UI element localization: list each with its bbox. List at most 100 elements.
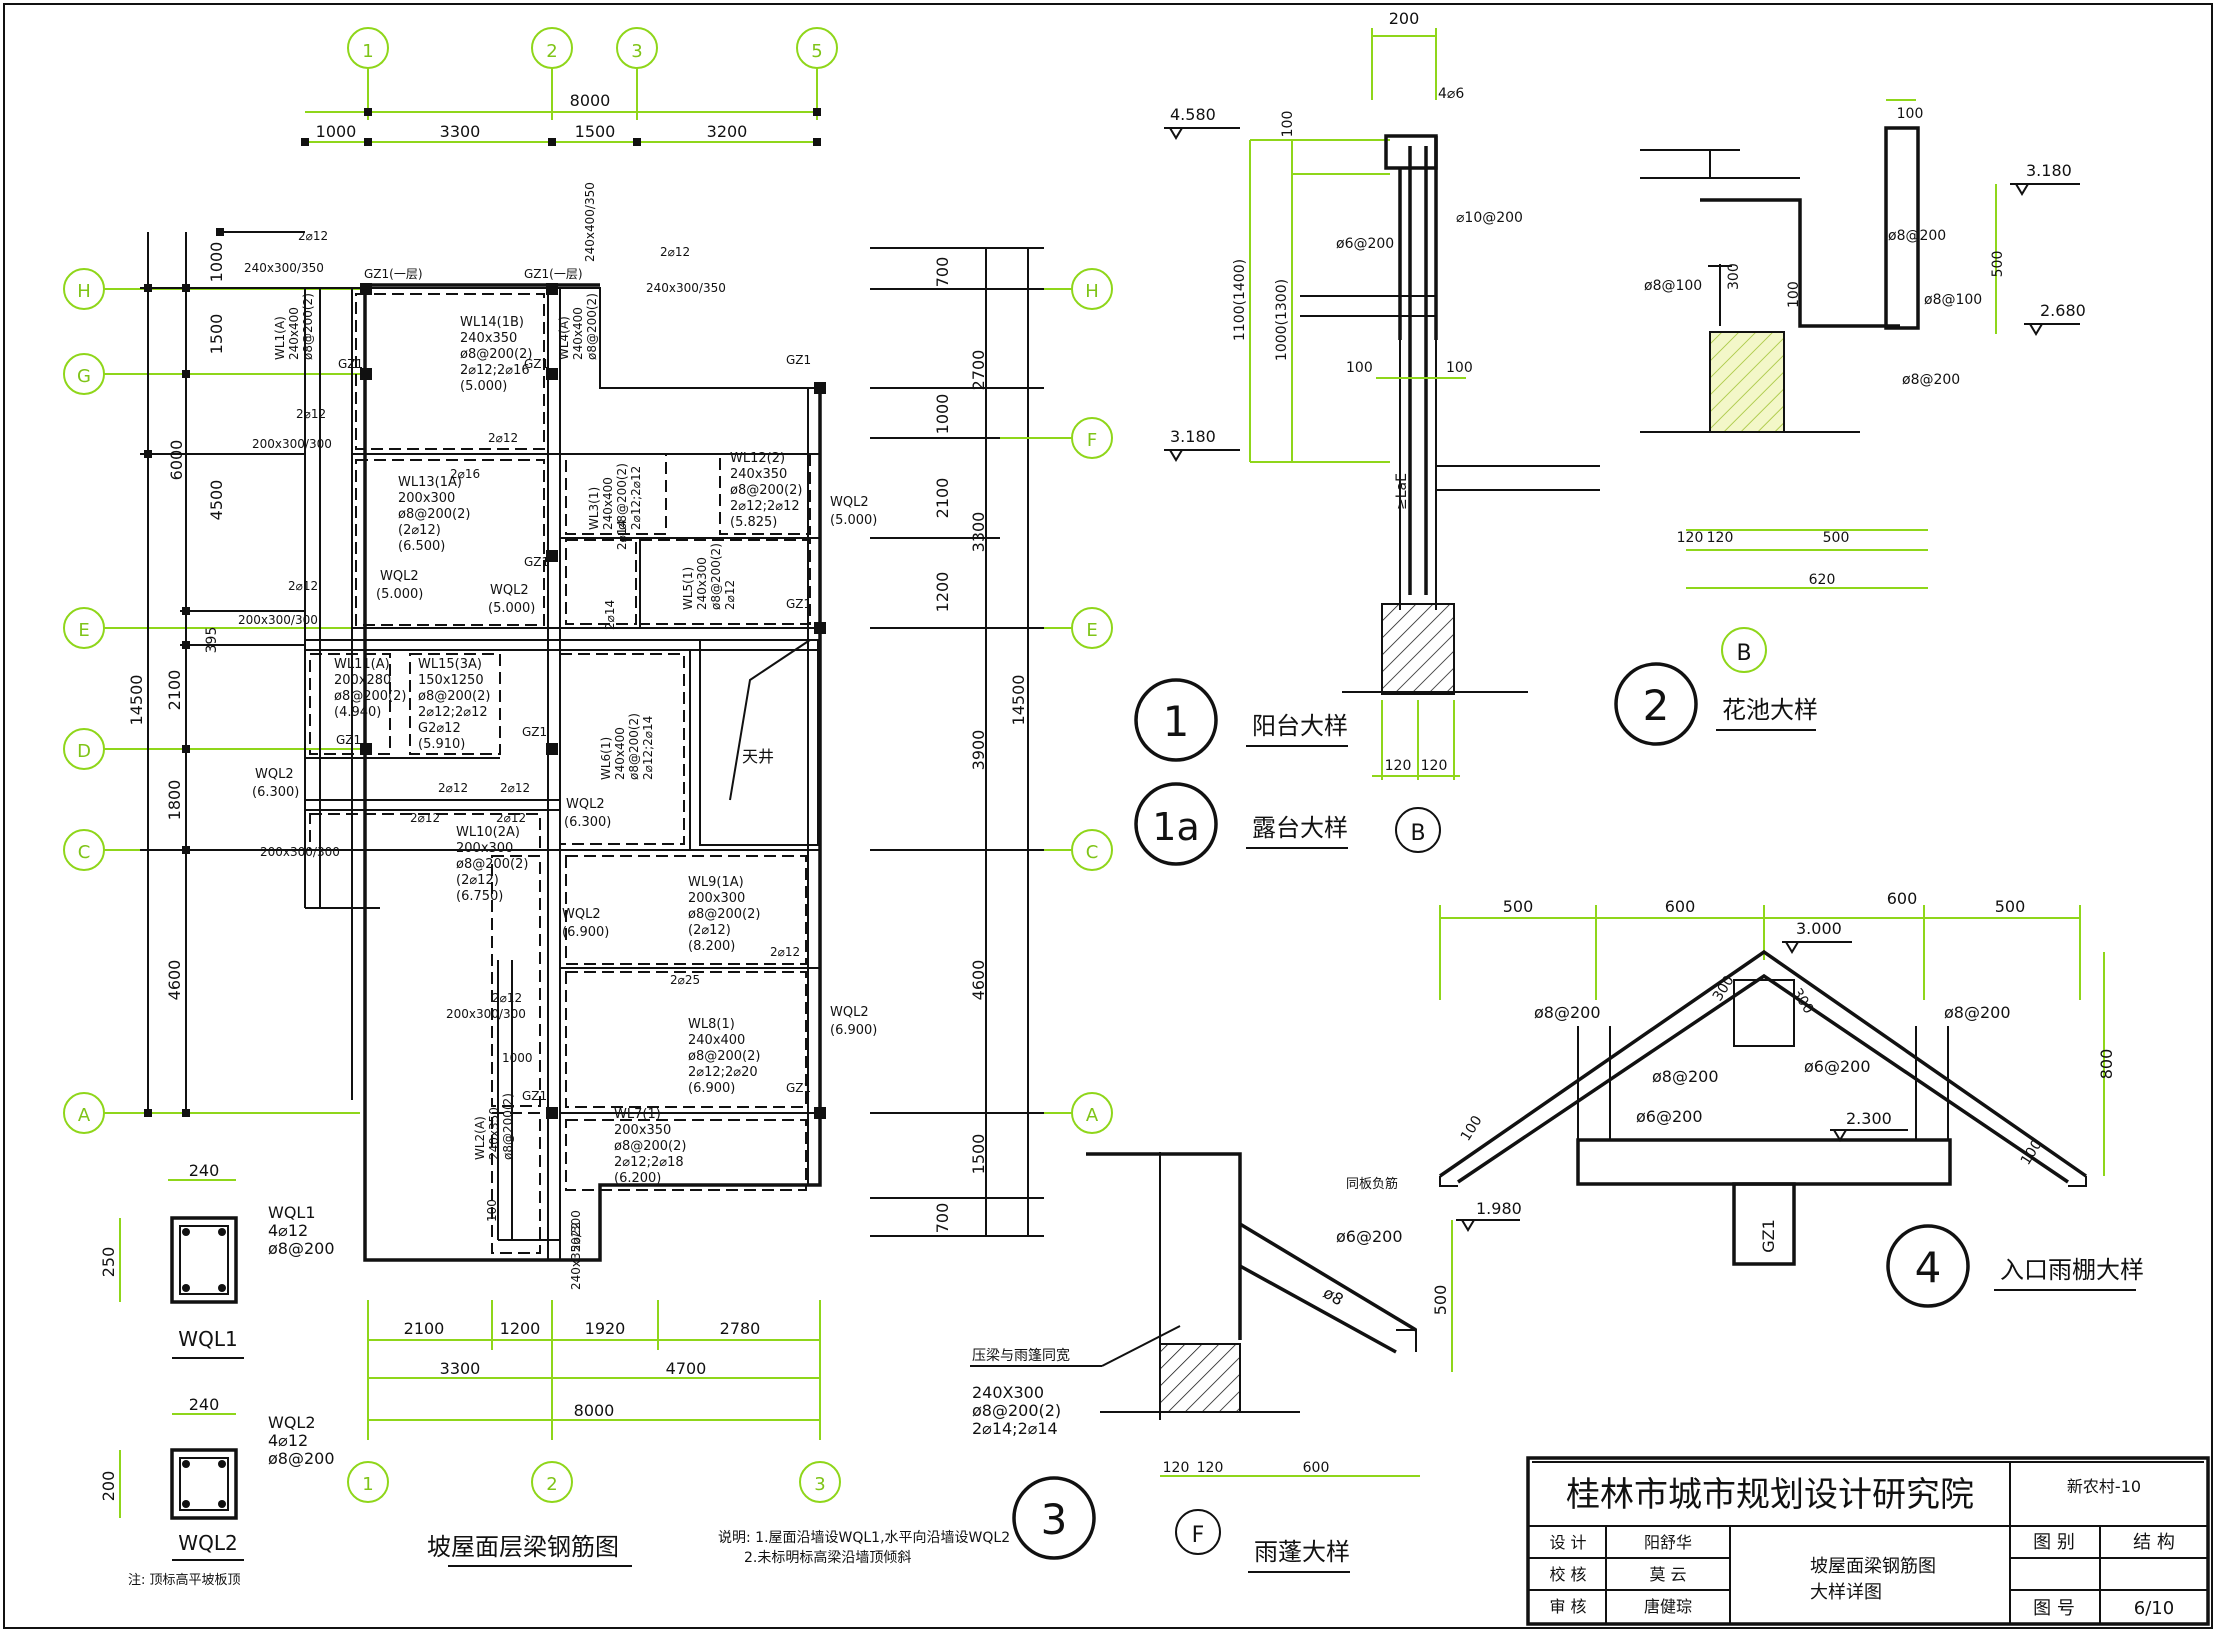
svg-text:入口雨棚大样: 入口雨棚大样 (2000, 1256, 2144, 1284)
grid-bubble-top-3: 3 (616, 27, 658, 69)
svg-text:GZ1: GZ1 (786, 597, 811, 611)
svg-text:设 计: 设 计 (1549, 1533, 1586, 1552)
svg-text:(4.940): (4.940) (334, 705, 381, 720)
svg-text:WL4(A): WL4(A) (557, 316, 571, 360)
svg-text:3.180: 3.180 (2026, 161, 2072, 180)
section-wql1: 240 250 WQL1 4⌀12 ø8@200 WQL1 (99, 1161, 335, 1359)
svg-text:600: 600 (1303, 1460, 1330, 1476)
sheet-border (3, 3, 2213, 1629)
svg-text:A: A (78, 1105, 91, 1126)
svg-text:240: 240 (189, 1161, 220, 1180)
svg-text:ø8@200(2): ø8@200(2) (730, 483, 802, 498)
svg-text:200x300/300: 200x300/300 (260, 845, 340, 859)
svg-text:ø8@200: ø8@200 (268, 1239, 335, 1258)
svg-text:C: C (78, 842, 91, 863)
svg-text:120: 120 (1707, 530, 1734, 546)
svg-text:2: 2 (1643, 681, 1670, 730)
svg-text:WL15(3A): WL15(3A) (418, 657, 482, 672)
svg-text:ø8@200(2): ø8@200(2) (614, 1139, 686, 1154)
svg-text:2⌀12: 2⌀12 (410, 811, 440, 825)
svg-text:600: 600 (1887, 889, 1918, 908)
svg-text:(5.000): (5.000) (488, 601, 535, 616)
svg-text:100: 100 (1458, 1113, 1486, 1144)
svg-text:GZ1: GZ1 (1759, 1219, 1778, 1253)
svg-text:2⌀12;2⌀12: 2⌀12;2⌀12 (629, 466, 643, 530)
grid-bubble-D: D (63, 728, 105, 770)
svg-text:120: 120 (1197, 1460, 1224, 1476)
svg-text:200x350: 200x350 (614, 1123, 671, 1138)
svg-text:120: 120 (1385, 758, 1412, 774)
svg-text:3: 3 (631, 41, 642, 62)
grid-bubble-bottom-2: 2 (531, 1461, 573, 1503)
dim-left: 2100 (165, 670, 184, 711)
svg-text:ø8@200(2): ø8@200(2) (456, 857, 528, 872)
svg-text:240x350/300: 240x350/300 (569, 1210, 583, 1290)
svg-text:WQL2: WQL2 (255, 767, 294, 782)
svg-text:2⌀14;2⌀14: 2⌀14;2⌀14 (972, 1419, 1058, 1438)
svg-text:1: 1 (362, 1474, 373, 1495)
dim-top: 1000 (316, 122, 357, 141)
svg-text:B: B (1410, 821, 1425, 846)
section-wql2: 240 200 WQL2 4⌀12 ø8@200 WQL2 注: 顶标高平坡板顶 (99, 1395, 335, 1588)
svg-text:E: E (1086, 620, 1097, 641)
svg-text:G2⌀12: G2⌀12 (418, 721, 461, 736)
grid-bubble-H: H (63, 268, 105, 310)
svg-text:1000: 1000 (502, 1051, 533, 1065)
svg-text:GZ1: GZ1 (522, 1089, 547, 1103)
svg-text:200x300/300: 200x300/300 (252, 437, 332, 451)
svg-text:(6.300): (6.300) (564, 815, 611, 830)
svg-text:ø8@200(2): ø8@200(2) (418, 689, 490, 704)
svg-text:100: 100 (485, 1199, 499, 1222)
bottom-dims: 2100 1200 1920 2780 3300 4700 8000 (367, 1300, 821, 1440)
grid-bubble-bottom-3: 3 (799, 1461, 841, 1503)
svg-text:240x350: 240x350 (487, 1107, 501, 1160)
dim-top: 3300 (440, 122, 481, 141)
svg-text:WL8(1): WL8(1) (688, 1017, 735, 1032)
svg-text:WQL2: WQL2 (380, 569, 419, 584)
svg-text:8000: 8000 (574, 1401, 615, 1420)
svg-text:ø8@200(2): ø8@200(2) (398, 507, 470, 522)
detail-2-planter: 100 3.180 2.680 500 ø8@200 ø8@100 ø8@100… (1614, 99, 2086, 746)
svg-text:GZ1: GZ1 (786, 353, 811, 367)
svg-text:WL9(1A): WL9(1A) (688, 875, 744, 890)
svg-text:2⌀25: 2⌀25 (670, 973, 700, 987)
svg-text:240x400: 240x400 (601, 477, 615, 530)
svg-text:2780: 2780 (720, 1319, 761, 1338)
svg-text:ø8@200(2): ø8@200(2) (627, 713, 641, 780)
svg-text:ø8@200: ø8@200 (1888, 228, 1946, 244)
beam-dashes (309, 293, 811, 1254)
svg-text:2⌀22: 2⌀22 (569, 1222, 583, 1252)
svg-text:4⌀12: 4⌀12 (268, 1221, 308, 1240)
svg-text:(5.910): (5.910) (418, 737, 465, 752)
svg-text:240: 240 (189, 1395, 220, 1414)
dim-top: 1500 (575, 122, 616, 141)
svg-text:莫 云: 莫 云 (1649, 1565, 1686, 1584)
beam-label: WL15(3A)150x1250ø8@200(2)2⌀12;2⌀12G2⌀12(… (418, 657, 490, 752)
svg-text:WQL1: WQL1 (178, 1327, 237, 1351)
svg-text:GZ1(一层): GZ1(一层) (524, 267, 583, 281)
svg-text:校 核: 校 核 (1549, 1565, 1586, 1584)
svg-text:ø8@200(2): ø8@200(2) (501, 1093, 515, 1160)
svg-text:2⌀12: 2⌀12 (438, 781, 468, 795)
svg-text:240X300: 240X300 (972, 1383, 1044, 1402)
sheet-number: 6/10 (2134, 1598, 2174, 1619)
svg-text:GZ1: GZ1 (786, 1081, 811, 1095)
svg-text:(5.000): (5.000) (460, 379, 507, 394)
detail-4-entrance-canopy: 500 600 600 500 3.000 ø8@200 ø8@200 ø8@2… (1439, 889, 2144, 1308)
svg-text:WL11(A): WL11(A) (334, 657, 390, 672)
svg-text:ø8@200: ø8@200 (1534, 1003, 1601, 1022)
svg-text:(5.000): (5.000) (830, 513, 877, 528)
columns (360, 283, 826, 1119)
svg-text:(5.825): (5.825) (730, 515, 777, 530)
svg-text:200x300/300: 200x300/300 (238, 613, 318, 627)
svg-text:5: 5 (811, 41, 822, 62)
courtyard-label: 天井 (742, 747, 774, 766)
plan-note-2: 2.未标明标高梁沿墙顶倾斜 (744, 1549, 911, 1566)
svg-text:1920: 1920 (585, 1319, 626, 1338)
svg-text:100: 100 (1280, 111, 1296, 138)
